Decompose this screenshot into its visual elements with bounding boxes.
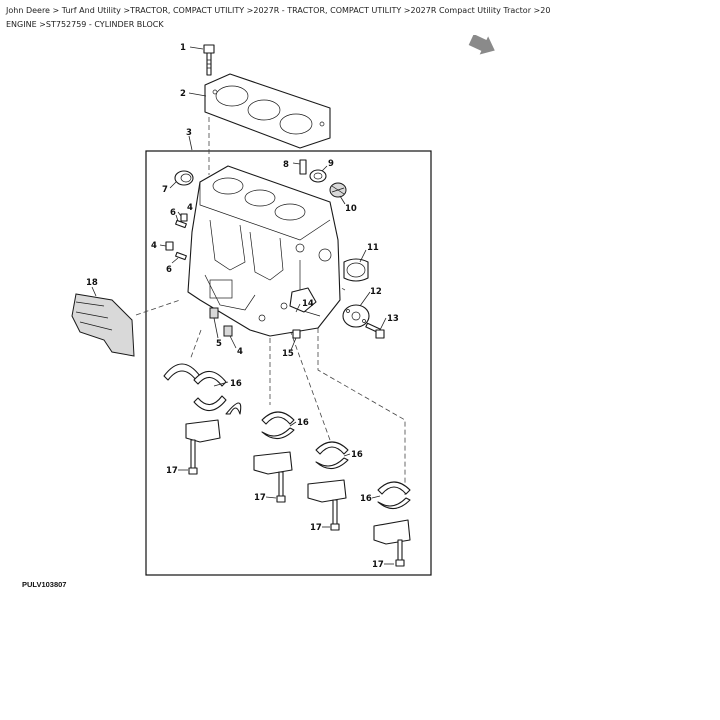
breadcrumb-section: ENGINE >ST752759 - CYLINDER BLOCK bbox=[6, 20, 164, 29]
callout-7: 7 bbox=[162, 185, 168, 195]
callout-16: 16 bbox=[297, 418, 309, 428]
assembly-frame bbox=[145, 150, 432, 576]
main-bearing-cap bbox=[253, 451, 293, 503]
callout-9: 9 bbox=[328, 159, 334, 169]
callout-17: 17 bbox=[166, 466, 178, 476]
callout-11: 11 bbox=[367, 243, 379, 253]
plug-part-5 bbox=[209, 307, 219, 319]
bushing-part-9 bbox=[309, 169, 327, 183]
callout-14: 14 bbox=[302, 299, 314, 309]
bolt-part-1 bbox=[203, 44, 215, 76]
callout-4: 4 bbox=[237, 347, 243, 357]
callout-6: 6 bbox=[166, 265, 172, 275]
plug-part-4 bbox=[223, 325, 233, 337]
pin-part-6 bbox=[175, 219, 187, 229]
callout-8: 8 bbox=[283, 160, 289, 170]
seal-part-7 bbox=[174, 170, 194, 186]
bracket-part-18 bbox=[71, 293, 135, 357]
pin-part-6 bbox=[175, 251, 187, 261]
gasket-part-14 bbox=[289, 287, 317, 313]
bearing-part-11 bbox=[343, 258, 369, 282]
callout-16: 16 bbox=[351, 450, 363, 460]
callout-3: 3 bbox=[186, 128, 192, 138]
callout-15: 15 bbox=[282, 349, 294, 359]
plug-part-10 bbox=[329, 182, 347, 198]
callout-17: 17 bbox=[254, 493, 266, 503]
figure-id: PULV103807 bbox=[22, 580, 66, 589]
callout-16: 16 bbox=[360, 494, 372, 504]
plug-part-4 bbox=[180, 213, 188, 222]
callout-12: 12 bbox=[370, 287, 382, 297]
plug-part-15 bbox=[292, 329, 301, 339]
bolt-part-13 bbox=[365, 322, 385, 339]
arrow-right-down-icon[interactable] bbox=[468, 35, 498, 55]
callout-17: 17 bbox=[372, 560, 384, 570]
bearing-shells-part-16 bbox=[315, 441, 349, 470]
breadcrumb-path: John Deere > Turf And Utility >TRACTOR, … bbox=[6, 6, 551, 15]
cover-plate-part-12 bbox=[342, 304, 370, 328]
head-gasket-part-2 bbox=[204, 73, 331, 149]
callout-4: 4 bbox=[187, 203, 193, 213]
plug-part-4 bbox=[165, 241, 174, 251]
main-bearing-cap bbox=[373, 519, 411, 567]
alignment-line bbox=[135, 299, 181, 316]
alignment-line bbox=[289, 329, 331, 441]
bearing-shells-part-16 bbox=[377, 481, 411, 510]
callout-6: 6 bbox=[170, 208, 176, 218]
bearing-shells-part-16 bbox=[163, 363, 242, 415]
bearing-shells-part-16 bbox=[261, 411, 295, 440]
main-bearing-cap bbox=[307, 479, 347, 531]
main-bearing-cap bbox=[185, 419, 221, 475]
callout-4: 4 bbox=[151, 241, 157, 251]
alignment-line bbox=[189, 329, 202, 361]
callout-2: 2 bbox=[180, 89, 186, 99]
callout-13: 13 bbox=[387, 314, 399, 324]
alignment-line bbox=[317, 320, 406, 495]
callout-18: 18 bbox=[86, 278, 98, 288]
callout-5: 5 bbox=[216, 339, 222, 349]
callout-16: 16 bbox=[230, 379, 242, 389]
callout-1: 1 bbox=[180, 43, 186, 53]
callout-10: 10 bbox=[345, 204, 357, 214]
callout-17: 17 bbox=[310, 523, 322, 533]
stud-part-8 bbox=[299, 159, 307, 175]
